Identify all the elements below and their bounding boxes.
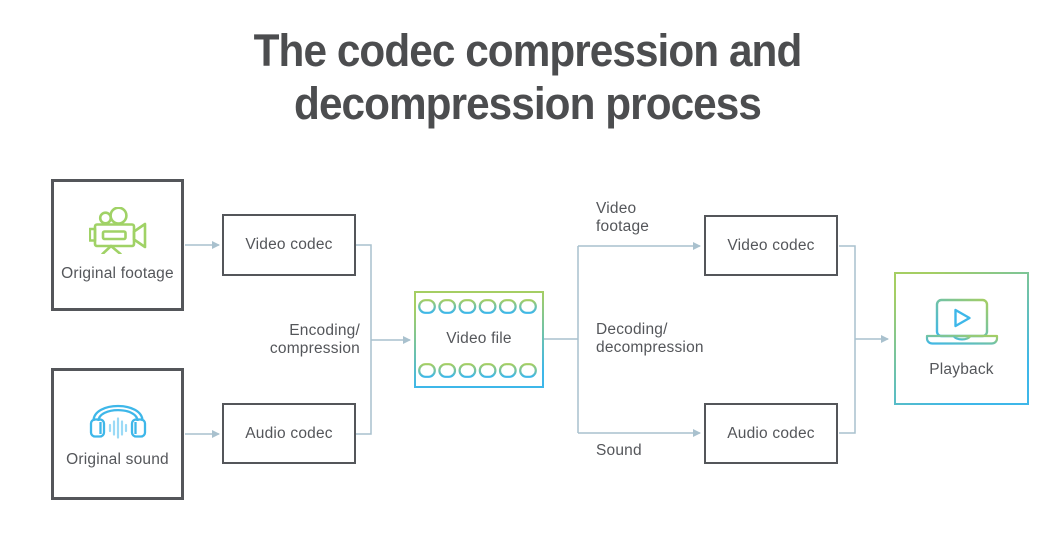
original-footage-box: Original footage (51, 179, 184, 311)
title-line-1: The codec compression and (253, 25, 803, 76)
audio-codec-right-label: Audio codec (727, 424, 815, 442)
video-camera-icon (88, 206, 146, 254)
laptop-play-icon (925, 298, 998, 345)
video-codec-right-box: Video codec (704, 215, 838, 276)
film-strip-holes-icon (418, 363, 537, 378)
original-footage-label: Original footage (61, 264, 174, 282)
title-line-2: decompression process (294, 78, 762, 129)
video-file-label: Video file (446, 330, 512, 347)
video-codec-right-label: Video codec (727, 236, 815, 254)
decoding-decompression-label: Decoding/ decompression (596, 321, 704, 356)
audio-codec-left-box: Audio codec (222, 403, 356, 464)
sound-wave-bars (108, 417, 127, 439)
film-strip-holes-icon (418, 299, 537, 314)
video-codec-left-label: Video codec (245, 236, 333, 253)
video-file-box: Video file (414, 291, 544, 388)
playback-box: Playback (894, 272, 1029, 405)
sound-label: Sound (596, 442, 642, 459)
original-sound-box: Original sound (51, 368, 184, 500)
video-footage-label: Video footage (596, 200, 650, 235)
audio-codec-left-label: Audio codec (245, 424, 333, 442)
connector-elbows (356, 244, 856, 435)
play-triangle-icon (953, 308, 971, 327)
headphones-icon (89, 405, 146, 439)
playback-label: Playback (929, 360, 994, 378)
original-sound-label: Original sound (66, 451, 169, 469)
page-title: The codec compression and decompression … (0, 24, 1055, 130)
video-codec-left-box: Video codec (222, 214, 356, 276)
audio-codec-right-box: Audio codec (704, 403, 838, 464)
encoding-compression-label: Encoding/ compression (269, 322, 360, 357)
